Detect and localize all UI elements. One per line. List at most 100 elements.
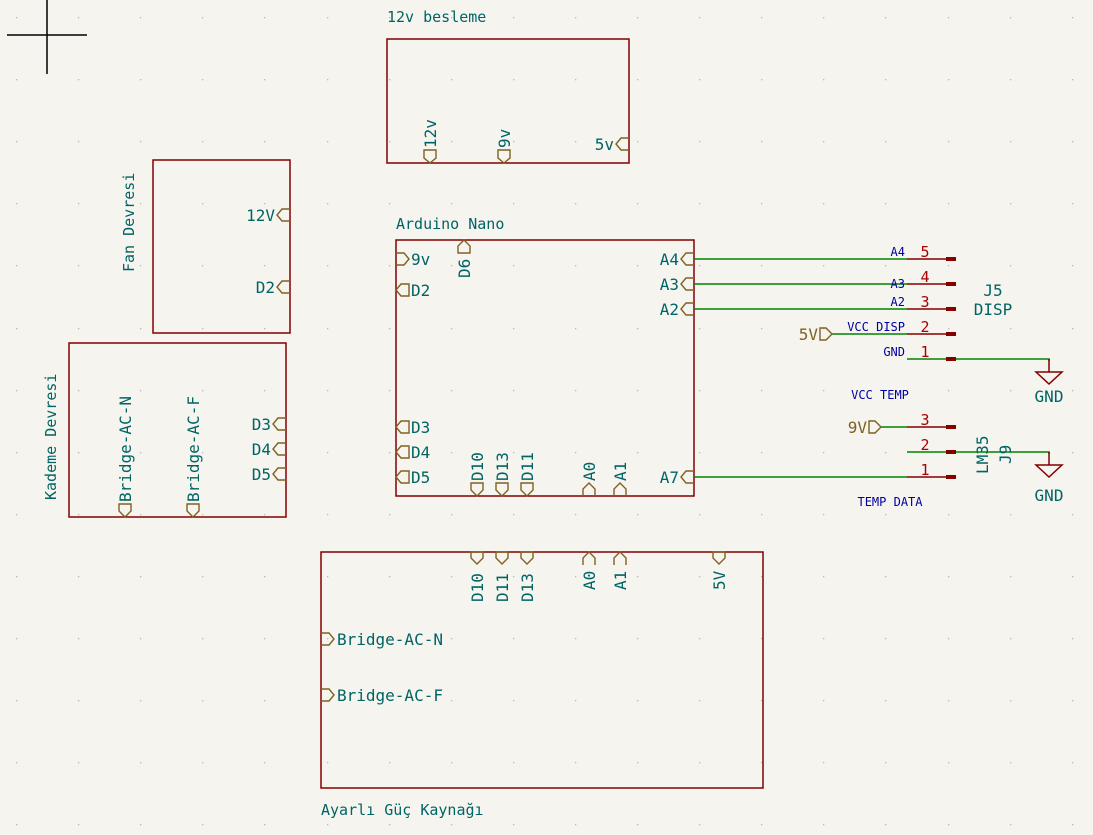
grid-dot (327, 824, 329, 826)
j5-pin-5[interactable]: 5 A4 (891, 243, 956, 261)
grid-dot (451, 328, 453, 330)
sheet-12v-besleme[interactable]: 12v besleme 12v 9v 5v (386, 8, 630, 164)
sheet-pin-bridge-ac-n[interactable]: Bridge-AC-N (321, 630, 443, 649)
j5-pin-1[interactable]: 1 GND (883, 343, 956, 361)
j9-pin-1[interactable]: 1 (907, 461, 956, 479)
grid-dot (140, 17, 142, 19)
grid-dot (140, 390, 142, 392)
sheet-kademe-devresi[interactable]: Kademe Devresi Bridge-AC-N Bridge-AC-F D… (42, 342, 287, 518)
grid-dot (637, 452, 639, 454)
sheet-pin-d13[interactable]: D13 (493, 452, 512, 497)
power-symbol-gnd-2[interactable]: GND (1034, 452, 1064, 505)
svg-text:D5: D5 (252, 465, 271, 484)
sheet-pin-a0[interactable]: A0 (580, 551, 599, 590)
sheet-pin-d4[interactable]: D4 (252, 440, 286, 459)
grid-dot (948, 824, 950, 826)
power-symbol-gnd-1[interactable]: GND (1034, 359, 1064, 406)
j5-pin-4[interactable]: 4 A3 (891, 268, 956, 291)
cursor-crosshair (7, 0, 87, 74)
j9-pin-3[interactable]: 3 (907, 411, 956, 429)
grid-dot (699, 452, 701, 454)
sheet-pin-d2[interactable]: D2 (256, 278, 290, 297)
grid-dot (389, 824, 391, 826)
sheet-pin-d11[interactable]: D11 (493, 551, 512, 602)
sheet-box[interactable] (320, 551, 764, 789)
grid-dot (78, 824, 80, 826)
grid-dot (637, 762, 639, 764)
sheet-pin-bridge-ac-n[interactable]: Bridge-AC-N (116, 396, 135, 518)
net-label: GND (883, 345, 905, 359)
grid-dot (948, 514, 950, 516)
sheet-pin-a3[interactable]: A3 (660, 275, 694, 294)
sheet-pin-a2[interactable]: A2 (660, 300, 694, 319)
sheet-box[interactable] (386, 38, 630, 164)
sheet-pin-a7[interactable]: A7 (660, 468, 694, 487)
sheet-box[interactable] (395, 239, 695, 497)
sheet-pin-5v[interactable]: 5v (595, 135, 629, 154)
global-label-9v[interactable]: 9V (848, 418, 882, 437)
grid-dot (761, 762, 763, 764)
grid-dot (575, 638, 577, 640)
j9-pin-2[interactable]: 2 (920, 436, 956, 454)
grid-dot (451, 638, 453, 640)
j5-pin-2[interactable]: 2 VCC DISP (847, 318, 956, 336)
sheet-box[interactable] (152, 159, 291, 334)
sheet-pin-d5[interactable]: D5 (252, 465, 286, 484)
grid-dot (389, 141, 391, 143)
sheet-pin-d5[interactable]: D5 (395, 468, 430, 487)
grid-dot (202, 390, 204, 392)
sheet-pin-d11[interactable]: D11 (518, 452, 537, 497)
sheet-pin-bridge-ac-f[interactable]: Bridge-AC-F (321, 686, 443, 705)
sheet-pin-d3[interactable]: D3 (252, 415, 286, 434)
sheet-pin-a1[interactable]: A1 (611, 551, 630, 590)
j5-pin-3[interactable]: 3 A2 (891, 293, 956, 311)
sheet-pin-d10[interactable]: D10 (468, 551, 487, 602)
grid-dot (202, 452, 204, 454)
svg-text:9v: 9v (495, 129, 514, 148)
global-label-5v[interactable]: 5V (799, 325, 833, 344)
grid-dot (1010, 265, 1012, 267)
grid-dot (264, 514, 266, 516)
grid-dot (389, 328, 391, 330)
sheet-pin-d3[interactable]: D3 (395, 418, 430, 437)
grid-dot (140, 762, 142, 764)
connector-j9[interactable]: VCC TEMP 3 2 1 TEMP DATA J9 LM35 (851, 388, 1015, 509)
grid-dot (699, 700, 701, 702)
grid-dot (1072, 203, 1074, 205)
grid-dot (761, 203, 763, 205)
grid-dot (699, 576, 701, 578)
grid-dot (823, 452, 825, 454)
sheet-pin-d10[interactable]: D10 (468, 452, 487, 497)
grid-dot (761, 452, 763, 454)
sheet-pin-9v[interactable]: 9v (495, 129, 514, 164)
grid-dot (264, 141, 266, 143)
sheet-pin-d4[interactable]: D4 (395, 443, 430, 462)
sheet-ayarli-guc-kaynagi[interactable]: Ayarlı Güç Kaynağı D10 D11 D13 A0 A1 5V (320, 551, 764, 819)
sheet-pin-a4[interactable]: A4 (660, 250, 694, 269)
grid-dot (761, 514, 763, 516)
grid-dot (451, 576, 453, 578)
svg-text:D3: D3 (252, 415, 271, 434)
sheet-pin-5v[interactable]: 5V (710, 551, 729, 590)
sheet-arduino-nano[interactable]: Arduino Nano 9v D2 D3 D4 D5 D6 (395, 215, 695, 497)
grid-dot (1072, 762, 1074, 764)
grid-dot (202, 203, 204, 205)
sheet-pin-a1[interactable]: A1 (611, 462, 630, 496)
sheet-pin-12v[interactable]: 12V (246, 206, 290, 225)
sheet-pin-d13[interactable]: D13 (518, 551, 537, 602)
sheet-fan-devresi[interactable]: Fan Devresi 12V D2 (120, 159, 291, 334)
sheet-pin-12v[interactable]: 12v (421, 119, 440, 164)
sheet-pin-d2[interactable]: D2 (395, 281, 430, 300)
grid-dot (1072, 638, 1074, 640)
grid-dot (575, 265, 577, 267)
sheet-pin-9v[interactable]: 9v (396, 250, 430, 269)
sheet-pin-bridge-ac-f[interactable]: Bridge-AC-F (184, 396, 203, 518)
grid-dot (823, 141, 825, 143)
grid-dot (637, 390, 639, 392)
sheet-pin-d6[interactable]: D6 (455, 239, 474, 278)
sheet-pin-a0[interactable]: A0 (580, 462, 599, 496)
grid-dot (513, 452, 515, 454)
connector-j5[interactable]: 5 A4 4 A3 3 A2 2 VCC DISP 1 GND J5 DISP (847, 243, 1012, 361)
grid-dot (948, 79, 950, 81)
